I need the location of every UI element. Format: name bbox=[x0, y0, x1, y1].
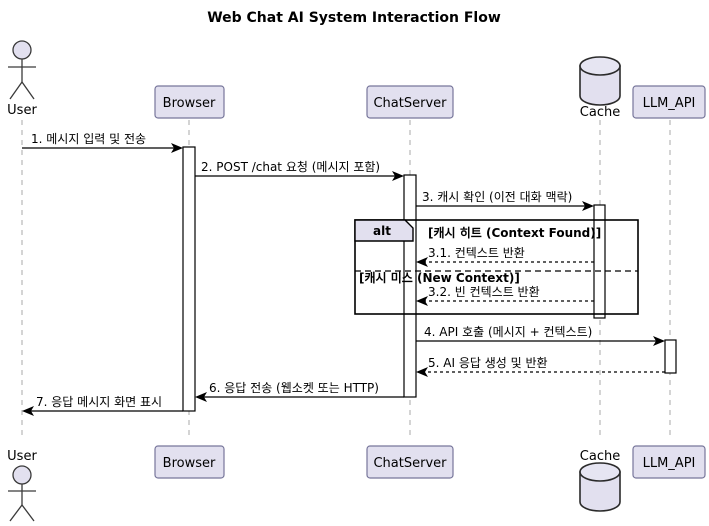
message-4-label: 4. API 호출 (메시지 + 컨텍스트) bbox=[424, 325, 592, 339]
alt-fragment: alt [캐시 히트 (Context Found)] [캐시 미스 (New … bbox=[354, 219, 639, 315]
participant-chatserver-bottom[interactable]: ChatServer bbox=[366, 445, 454, 479]
participant-box-llm-api-bottom[interactable] bbox=[632, 445, 706, 479]
message-5: 5. AI 응답 생성 및 반환 bbox=[416, 356, 665, 377]
message-2-arrowhead bbox=[392, 171, 404, 181]
alt-guard-2: [캐시 미스 (New Context)] bbox=[359, 270, 520, 285]
participant-label-user-bottom: User bbox=[7, 449, 37, 464]
actor-leg-right-icon bbox=[21, 81, 35, 100]
alt-keyword-label: alt bbox=[373, 224, 391, 238]
alt-keyword-tab bbox=[354, 219, 414, 242]
actor-head-icon bbox=[12, 40, 32, 60]
message-7-arrowhead bbox=[22, 406, 34, 416]
participant-label-chatserver-top: ChatServer bbox=[373, 96, 447, 111]
participant-llm-api-top[interactable]: LLM_API bbox=[632, 85, 706, 119]
activation-browser bbox=[182, 146, 196, 412]
message-1: 1. 메시지 입력 및 전송 bbox=[22, 132, 183, 153]
message-6: 6. 응답 전송 (웹소켓 또는 HTTP) bbox=[195, 381, 404, 402]
message-3-1-arrowhead bbox=[416, 257, 428, 267]
message-3-2-arrowhead bbox=[416, 296, 428, 306]
participant-label-llm-api-top: LLM_API bbox=[643, 96, 696, 111]
alt-guard-1: [캐시 히트 (Context Found)] bbox=[428, 225, 601, 240]
message-1-label: 1. 메시지 입력 및 전송 bbox=[31, 132, 146, 146]
message-3-arrowhead bbox=[582, 201, 594, 211]
participant-llm-api-bottom[interactable]: LLM_API bbox=[632, 445, 706, 479]
page-title: Web Chat AI System Interaction Flow bbox=[207, 10, 501, 26]
message-3-1: 3.1. 컨텍스트 반환 bbox=[416, 246, 594, 267]
database-body-icon bbox=[579, 65, 621, 106]
participant-label-browser-bottom: Browser bbox=[163, 456, 216, 471]
actor-head-icon-bottom bbox=[12, 465, 32, 485]
participant-label-user-top: User bbox=[7, 103, 37, 118]
message-4: 4. API 호출 (메시지 + 컨텍스트) bbox=[416, 325, 665, 346]
message-3-2-label: 3.2. 빈 컨텍스트 반환 bbox=[428, 285, 540, 299]
message-5-label: 5. AI 응답 생성 및 반환 bbox=[428, 356, 548, 370]
participant-box-chatserver-top[interactable] bbox=[366, 85, 454, 119]
activation-cache bbox=[593, 204, 606, 319]
database-body-icon-bottom bbox=[579, 471, 621, 512]
message-2-label: 2. POST /chat 요청 (메시지 포함) bbox=[201, 160, 380, 174]
participant-label-chatserver-bottom: ChatServer bbox=[373, 456, 447, 471]
message-7: 7. 응답 메시지 화면 표시 bbox=[22, 395, 183, 416]
participant-cache-bottom[interactable]: Cache bbox=[579, 449, 621, 512]
participant-browser-top[interactable]: Browser bbox=[154, 85, 225, 119]
activation-chatserver bbox=[403, 174, 417, 398]
activation-bars bbox=[182, 146, 677, 412]
participant-chatserver-top[interactable]: ChatServer bbox=[366, 85, 454, 119]
participant-box-chatserver-bottom[interactable] bbox=[366, 445, 454, 479]
participant-user-bottom[interactable]: User bbox=[7, 449, 37, 522]
participant-box-browser-bottom[interactable] bbox=[154, 445, 225, 479]
actor-leg-left-icon bbox=[9, 81, 23, 100]
database-top-icon-bottom bbox=[579, 462, 621, 482]
participant-cache-top[interactable]: Cache bbox=[579, 56, 621, 120]
message-4-arrowhead bbox=[653, 336, 665, 346]
database-top-icon bbox=[579, 56, 621, 76]
message-6-label: 6. 응답 전송 (웹소켓 또는 HTTP) bbox=[209, 381, 379, 395]
participant-browser-bottom[interactable]: Browser bbox=[154, 445, 225, 479]
message-6-arrowhead bbox=[195, 392, 207, 402]
participant-box-browser-top[interactable] bbox=[154, 85, 225, 119]
activation-llm-api bbox=[664, 339, 677, 374]
message-7-label: 7. 응답 메시지 화면 표시 bbox=[36, 395, 162, 409]
participant-label-browser-top: Browser bbox=[163, 96, 216, 111]
message-1-arrowhead bbox=[171, 143, 183, 153]
actor-leg-left-icon-bottom bbox=[9, 504, 23, 522]
alt-frame-border bbox=[354, 219, 639, 315]
message-3-1-label: 3.1. 컨텍스트 반환 bbox=[428, 246, 525, 260]
message-5-arrowhead bbox=[416, 367, 428, 377]
participant-label-llm-api-bottom: LLM_API bbox=[643, 456, 696, 471]
participant-label-cache-top: Cache bbox=[580, 105, 620, 120]
participant-box-llm-api-top[interactable] bbox=[632, 85, 706, 119]
participant-label-cache-bottom: Cache bbox=[580, 449, 620, 464]
actor-leg-right-icon-bottom bbox=[21, 504, 35, 522]
participant-user-top[interactable]: User bbox=[7, 40, 37, 118]
message-3: 3. 캐시 확인 (이전 대화 맥락) bbox=[416, 190, 594, 211]
message-3-label: 3. 캐시 확인 (이전 대화 맥락) bbox=[422, 190, 572, 204]
message-2: 2. POST /chat 요청 (메시지 포함) bbox=[195, 160, 404, 181]
message-3-2: 3.2. 빈 컨텍스트 반환 bbox=[416, 285, 594, 306]
